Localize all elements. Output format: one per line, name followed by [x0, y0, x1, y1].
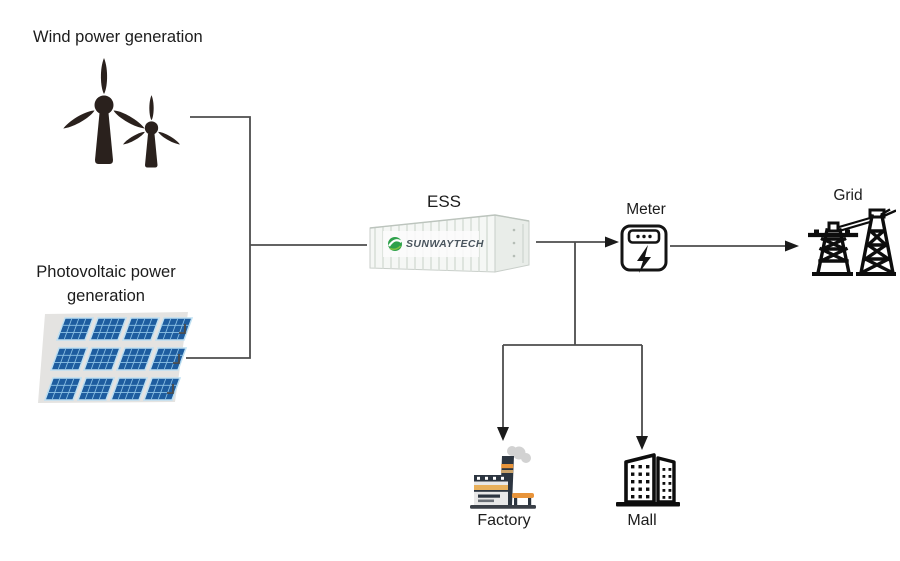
meter-label: Meter — [626, 201, 666, 218]
grid-arrowhead-icon — [785, 240, 799, 252]
ess-container-icon: SUNWAYTECH — [367, 211, 537, 277]
ess-label: ESS — [426, 192, 462, 211]
wind-label: Wind power generation — [33, 28, 203, 46]
grid-label: Grid — [833, 187, 863, 204]
mall-building-icon — [616, 453, 680, 507]
sunwaytech-logo-text: SUNWAYTECH — [406, 238, 484, 250]
solar-panel-icon — [38, 312, 193, 403]
mall-label: Mall — [627, 512, 657, 529]
smoke — [507, 446, 531, 463]
factory-label: Factory — [477, 512, 531, 529]
sunwaytech-logo-mark-icon — [388, 237, 403, 251]
factory-icon — [470, 446, 536, 509]
wind-pv-bus-line — [186, 116, 251, 359]
pv-label: Photovoltaic power generation — [25, 260, 187, 308]
factory-arrowhead-icon — [497, 427, 509, 441]
transmission-tower-icon — [808, 208, 896, 276]
pv-label-line1: Photovoltaic power — [36, 263, 176, 281]
meter-arrowhead-icon — [605, 236, 619, 248]
wind-turbine-icon — [61, 58, 182, 168]
pv-label-line2: generation — [67, 287, 145, 305]
container-graphic — [369, 214, 530, 273]
electric-meter-icon — [620, 224, 668, 273]
